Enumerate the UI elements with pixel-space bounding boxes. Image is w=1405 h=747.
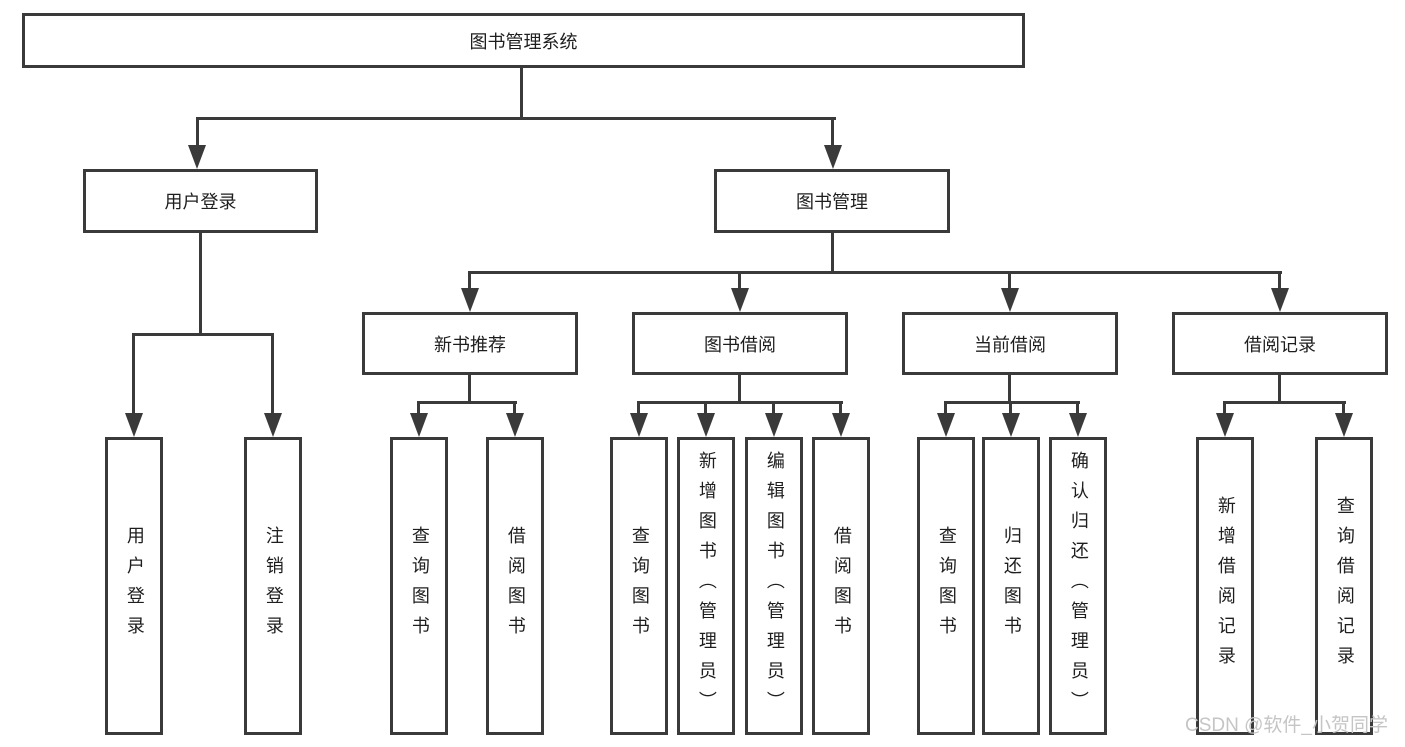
connector-drop (1076, 401, 1079, 415)
connector-arrowhead (1001, 288, 1019, 312)
connector-arrowhead (506, 413, 524, 437)
connector-arrowhead (731, 288, 749, 312)
connector-arrowhead (697, 413, 715, 437)
node-root: 图书管理系统 (22, 13, 1025, 68)
connector-drop (132, 333, 135, 415)
connector-arrowhead (410, 413, 428, 437)
csdn-watermark: CSDN @软件_小贺同学 (1185, 715, 1388, 736)
node-user-login: 用户登录 (83, 169, 318, 233)
connector-drop (1223, 401, 1226, 415)
connector-arrowhead (1216, 413, 1234, 437)
leaf-query-borrow-record: 查询借阅记录 (1315, 437, 1373, 735)
connector-level3-rail (468, 271, 1282, 274)
connector-drop (468, 271, 471, 290)
connector-arrowhead (264, 413, 282, 437)
connector-drop (1342, 401, 1345, 415)
connector-stem (468, 373, 471, 404)
leaf-add-borrow-record: 新增借阅记录 (1196, 437, 1254, 735)
connector-drop (1009, 401, 1012, 415)
node-borrow-records: 借阅记录 (1172, 312, 1388, 375)
connector-subrail-records (1223, 401, 1346, 404)
connector-drop (1278, 271, 1281, 290)
leaf-logout: 注销登录 (244, 437, 302, 735)
connector-stem (738, 373, 741, 404)
connector-drop (738, 271, 741, 290)
leaf-confirm-return-admin: 确认归还（管理员） (1049, 437, 1107, 735)
connector-arrowhead (461, 288, 479, 312)
leaf-return-book: 归还图书 (982, 437, 1040, 735)
connector-drop (637, 401, 640, 415)
connector-drop (831, 117, 834, 147)
node-book-management: 图书管理 (714, 169, 950, 233)
connector-drop (271, 333, 274, 415)
connector-root-stem (520, 66, 523, 118)
connector-level2-rail (196, 117, 836, 120)
connector-arrowhead (125, 413, 143, 437)
connector-arrowhead (824, 145, 842, 169)
leaf-query-books-recommend: 查询图书 (390, 437, 448, 735)
leaf-borrow-books-recommend: 借阅图书 (486, 437, 544, 735)
connector-user-login-stem (199, 232, 202, 336)
node-book-borrow: 图书借阅 (632, 312, 848, 375)
connector-subrail-borrow (637, 401, 843, 404)
connector-user-login-rail (132, 333, 274, 336)
connector-stem (1278, 373, 1281, 404)
connector-drop (944, 401, 947, 415)
connector-drop (513, 401, 516, 415)
node-current-borrow: 当前借阅 (902, 312, 1118, 375)
connector-drop (196, 117, 199, 147)
connector-arrowhead (188, 145, 206, 169)
leaf-borrow-books: 借阅图书 (812, 437, 870, 735)
connector-subrail-current (944, 401, 1080, 404)
connector-drop (772, 401, 775, 415)
connector-arrowhead (1069, 413, 1087, 437)
leaf-add-book-admin: 新增图书（管理员） (677, 437, 735, 735)
connector-arrowhead (937, 413, 955, 437)
leaf-user-login: 用户登录 (105, 437, 163, 735)
connector-subrail-recommend (417, 401, 517, 404)
connector-drop (1008, 271, 1011, 290)
connector-arrowhead (630, 413, 648, 437)
connector-arrowhead (1335, 413, 1353, 437)
connector-book-management-stem (831, 232, 834, 273)
connector-drop (417, 401, 420, 415)
connector-arrowhead (832, 413, 850, 437)
node-new-book-recommend: 新书推荐 (362, 312, 578, 375)
connector-stem (1008, 373, 1011, 404)
connector-drop (839, 401, 842, 415)
connector-drop (704, 401, 707, 415)
leaf-query-books-borrow: 查询图书 (610, 437, 668, 735)
connector-arrowhead (1002, 413, 1020, 437)
leaf-query-books-current: 查询图书 (917, 437, 975, 735)
connector-arrowhead (765, 413, 783, 437)
connector-arrowhead (1271, 288, 1289, 312)
leaf-edit-book-admin: 编辑图书（管理员） (745, 437, 803, 735)
